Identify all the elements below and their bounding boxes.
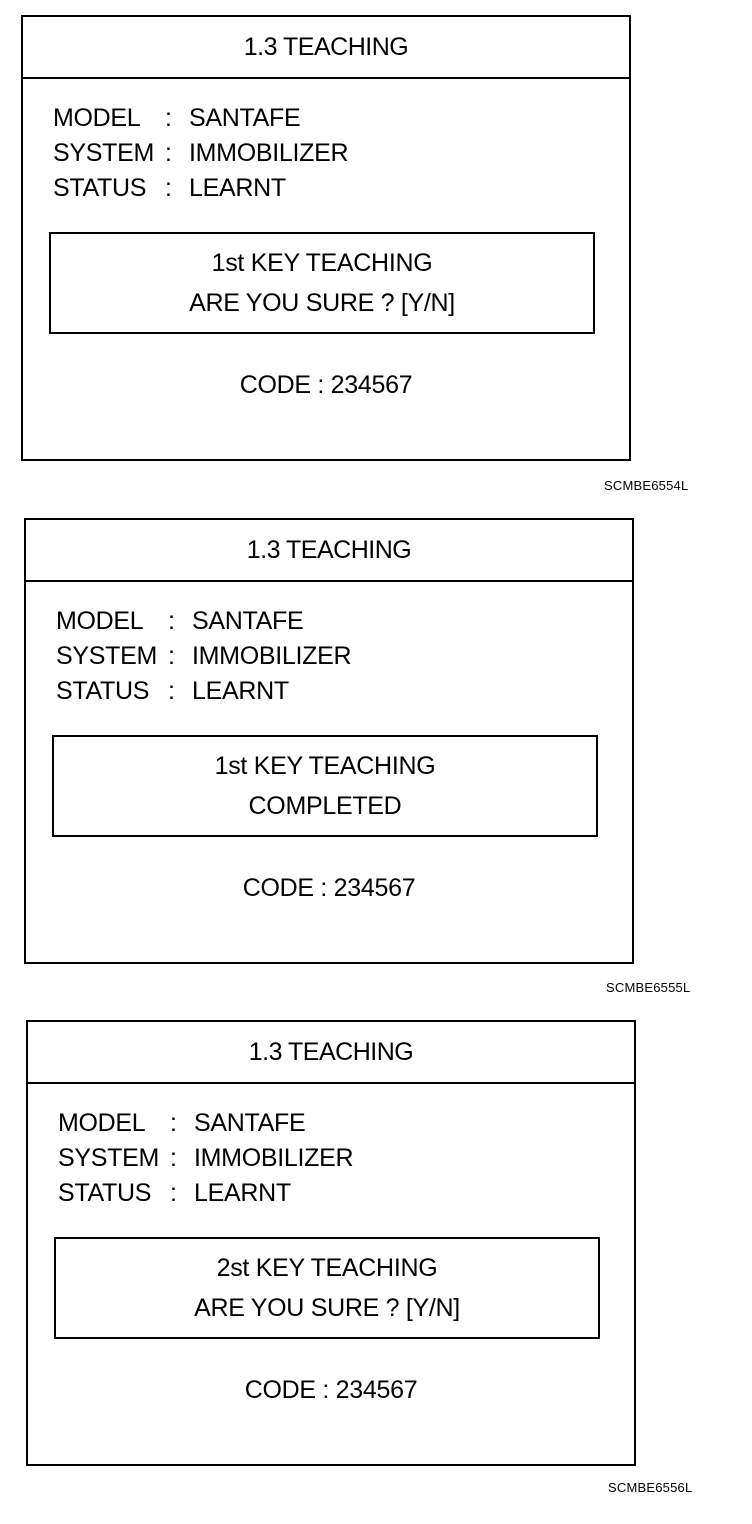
info-row-system: SYSTEM : IMMOBILIZER [58, 1141, 354, 1176]
info-row-model: MODEL : SANTAFE [53, 101, 348, 136]
screen-title: 1.3 TEACHING [28, 1022, 634, 1084]
prompt-line-1: 2st KEY TEACHING [216, 1254, 438, 1282]
info-row-system: SYSTEM : IMMOBILIZER [53, 136, 349, 171]
info-key: STATUS [56, 677, 150, 705]
status-dialog: 1st KEY TEACHING COMPLETED [52, 735, 598, 837]
prompt-line-1: 1st KEY TEACHING [211, 249, 433, 277]
figure-ref: SCMBE6554L [604, 478, 689, 493]
info-row-status: STATUS : LEARNT [56, 674, 351, 709]
info-separator: : [165, 104, 172, 132]
info-block: MODEL : SANTAFE SYSTEM : IMMOBILIZER STA… [53, 101, 349, 206]
code-readout: CODE : 234567 [244, 1376, 418, 1404]
figure-ref: SCMBE6555L [606, 980, 691, 995]
teaching-screen-2: 1.3 TEACHING MODEL : SANTAFE SYSTEM : IM… [24, 518, 634, 964]
info-key: MODEL [53, 104, 141, 132]
info-separator: : [168, 607, 175, 635]
info-value: IMMOBILIZER [192, 642, 352, 670]
code-readout: CODE : 234567 [242, 874, 416, 902]
confirm-dialog[interactable]: 1st KEY TEACHING ARE YOU SURE ? [Y/N] [49, 232, 595, 334]
info-row-model: MODEL : SANTAFE [56, 604, 351, 639]
info-key: STATUS [58, 1179, 152, 1207]
prompt-line-2: COMPLETED [248, 792, 402, 820]
info-value: LEARNT [192, 677, 289, 705]
info-value: LEARNT [194, 1179, 291, 1207]
teaching-screen-1: 1.3 TEACHING MODEL : SANTAFE SYSTEM : IM… [21, 15, 631, 461]
info-separator: : [170, 1179, 177, 1207]
info-separator: : [168, 677, 175, 705]
info-value: LEARNT [189, 174, 286, 202]
info-row-model: MODEL : SANTAFE [58, 1106, 353, 1141]
screen-title: 1.3 TEACHING [23, 17, 629, 79]
info-row-system: SYSTEM : IMMOBILIZER [56, 639, 352, 674]
info-value: IMMOBILIZER [189, 139, 349, 167]
prompt-line-2: ARE YOU SURE ? [Y/N] [189, 289, 455, 317]
info-value: IMMOBILIZER [194, 1144, 354, 1172]
info-row-status: STATUS : LEARNT [58, 1176, 353, 1211]
info-row-status: STATUS : LEARNT [53, 171, 348, 206]
info-key: SYSTEM [56, 642, 157, 670]
info-value: SANTAFE [192, 607, 304, 635]
confirm-dialog[interactable]: 2st KEY TEACHING ARE YOU SURE ? [Y/N] [54, 1237, 600, 1339]
info-key: MODEL [58, 1109, 146, 1137]
prompt-line-2: ARE YOU SURE ? [Y/N] [194, 1294, 460, 1322]
info-separator: : [165, 139, 172, 167]
info-block: MODEL : SANTAFE SYSTEM : IMMOBILIZER STA… [58, 1106, 354, 1211]
figure-ref: SCMBE6556L [608, 1480, 693, 1495]
screen-title: 1.3 TEACHING [26, 520, 632, 582]
prompt-line-1: 1st KEY TEACHING [214, 752, 436, 780]
info-separator: : [168, 642, 175, 670]
info-key: SYSTEM [53, 139, 154, 167]
info-key: MODEL [56, 607, 144, 635]
teaching-screen-3: 1.3 TEACHING MODEL : SANTAFE SYSTEM : IM… [26, 1020, 636, 1466]
info-value: SANTAFE [189, 104, 301, 132]
info-key: SYSTEM [58, 1144, 159, 1172]
code-readout: CODE : 234567 [239, 371, 413, 399]
info-block: MODEL : SANTAFE SYSTEM : IMMOBILIZER STA… [56, 604, 352, 709]
info-value: SANTAFE [194, 1109, 306, 1137]
info-key: STATUS [53, 174, 147, 202]
info-separator: : [170, 1144, 177, 1172]
info-separator: : [170, 1109, 177, 1137]
info-separator: : [165, 174, 172, 202]
